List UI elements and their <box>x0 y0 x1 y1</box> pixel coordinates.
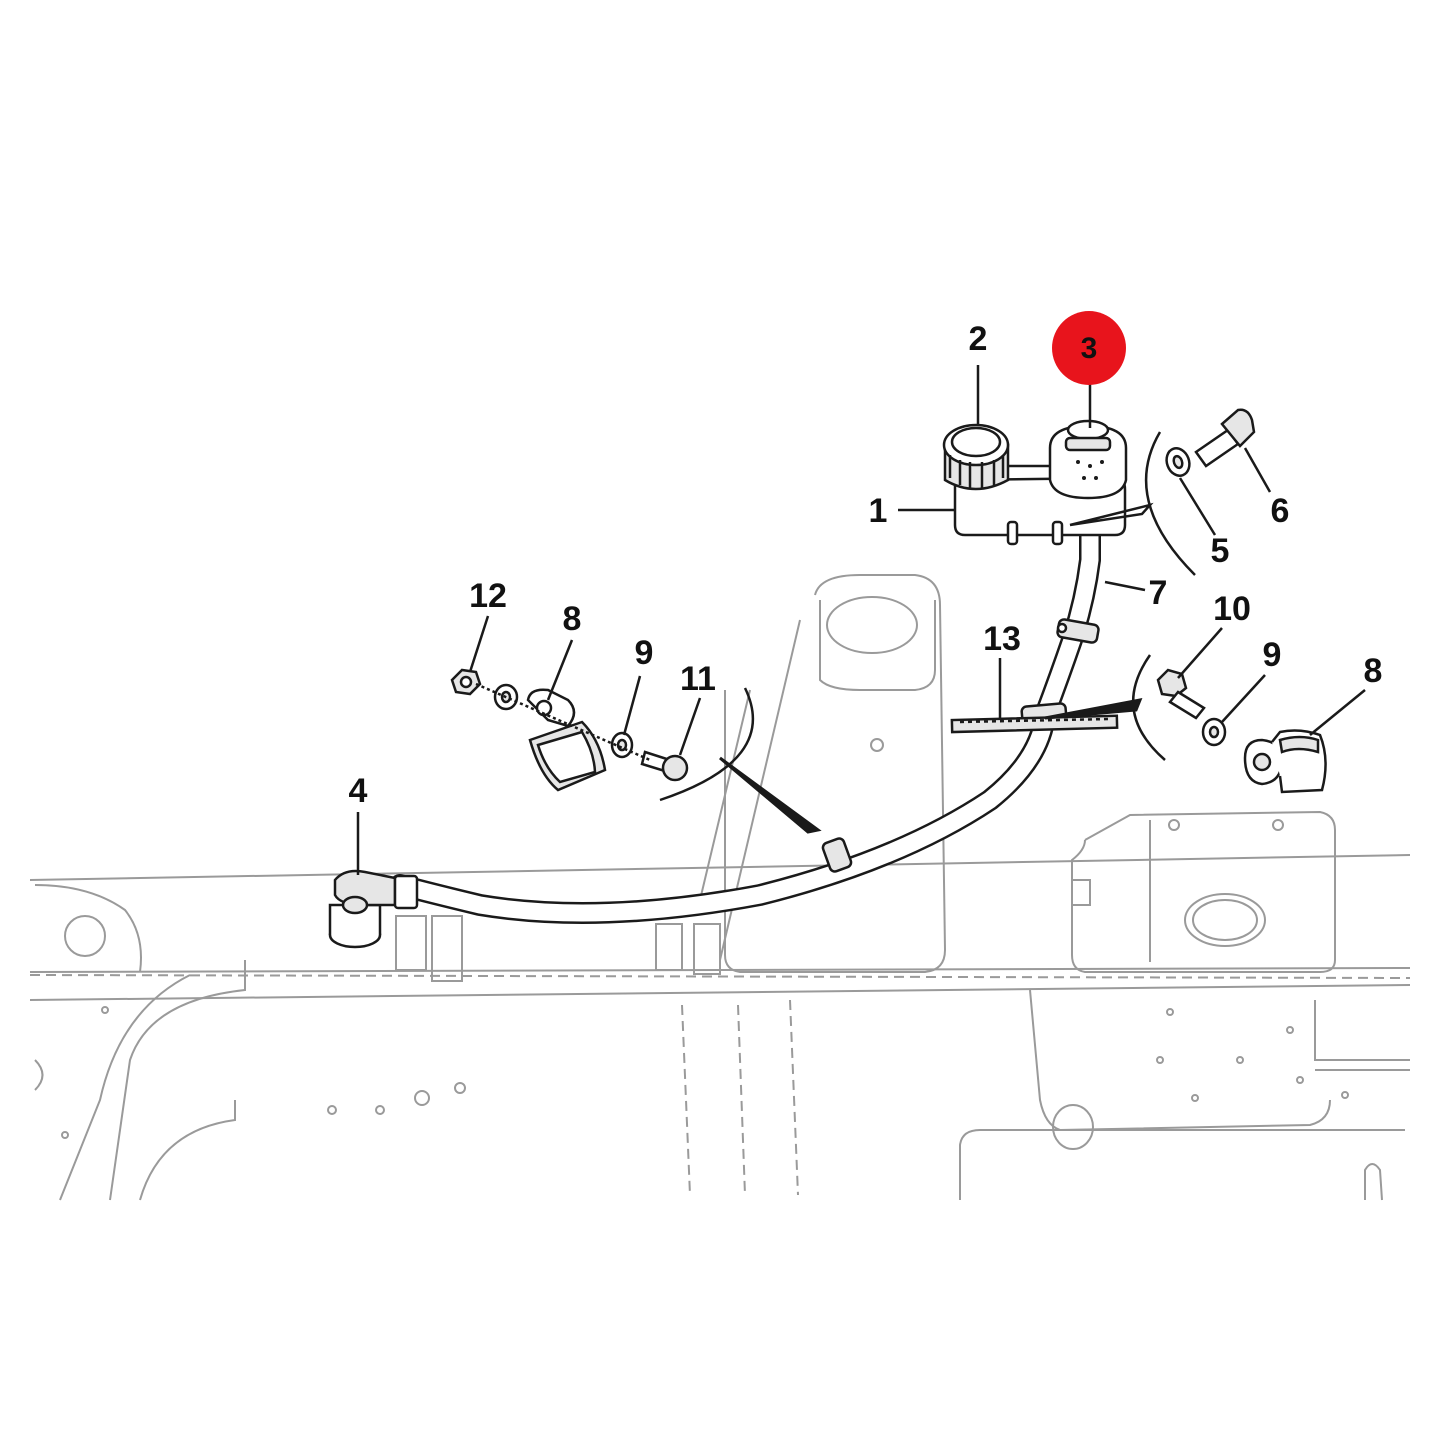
elbow-fitting <box>328 869 419 949</box>
callout-5: 5 <box>1211 532 1230 570</box>
axis-line-left <box>475 682 651 762</box>
callout-1: 1 <box>869 492 888 530</box>
callout-8-right: 8 <box>1364 652 1383 690</box>
hose-clamp-upper <box>1056 618 1100 644</box>
detail-arc-top <box>1144 431 1196 576</box>
cable-tie-strap <box>950 714 1119 734</box>
pointer-left <box>719 756 822 834</box>
bolt-left <box>640 750 689 782</box>
callout-9-right: 9 <box>1263 636 1282 674</box>
hose-clamp-lower <box>821 837 853 873</box>
washer-top <box>1165 447 1191 477</box>
callout-6: 6 <box>1271 492 1290 530</box>
clamp-bracket-left <box>526 688 607 792</box>
callout-11: 11 <box>680 660 716 698</box>
callout-12: 12 <box>469 577 507 615</box>
callout-10: 10 <box>1213 590 1251 628</box>
clamp-bracket-right <box>1243 729 1327 794</box>
callout-3-highlight-badge <box>1052 311 1126 385</box>
level-gauge <box>1008 419 1128 500</box>
washer-right <box>1201 717 1227 747</box>
callout-3: 3 <box>1081 332 1098 365</box>
callout-8-left: 8 <box>563 600 582 638</box>
pointer-right <box>1044 698 1143 720</box>
callout-9-left: 9 <box>635 634 654 672</box>
callout-4: 4 <box>349 772 368 810</box>
chassis-background <box>29 574 1411 1201</box>
callout-13: 13 <box>983 620 1021 658</box>
detail-arc-left <box>659 687 755 802</box>
filler-cap <box>942 423 1010 491</box>
callout-labels: 3 1 2 4 5 6 7 8 8 9 9 10 11 12 13 <box>349 311 1383 810</box>
hose-assembly <box>389 524 1101 924</box>
washer-left-2 <box>610 731 634 759</box>
bolt-top <box>1194 408 1256 468</box>
leader-lines <box>356 365 1366 875</box>
callout-2: 2 <box>969 320 988 358</box>
bolt-right <box>1156 668 1206 720</box>
nut-left <box>450 668 482 696</box>
pointer-top <box>1069 502 1154 527</box>
callout-7: 7 <box>1149 574 1168 612</box>
